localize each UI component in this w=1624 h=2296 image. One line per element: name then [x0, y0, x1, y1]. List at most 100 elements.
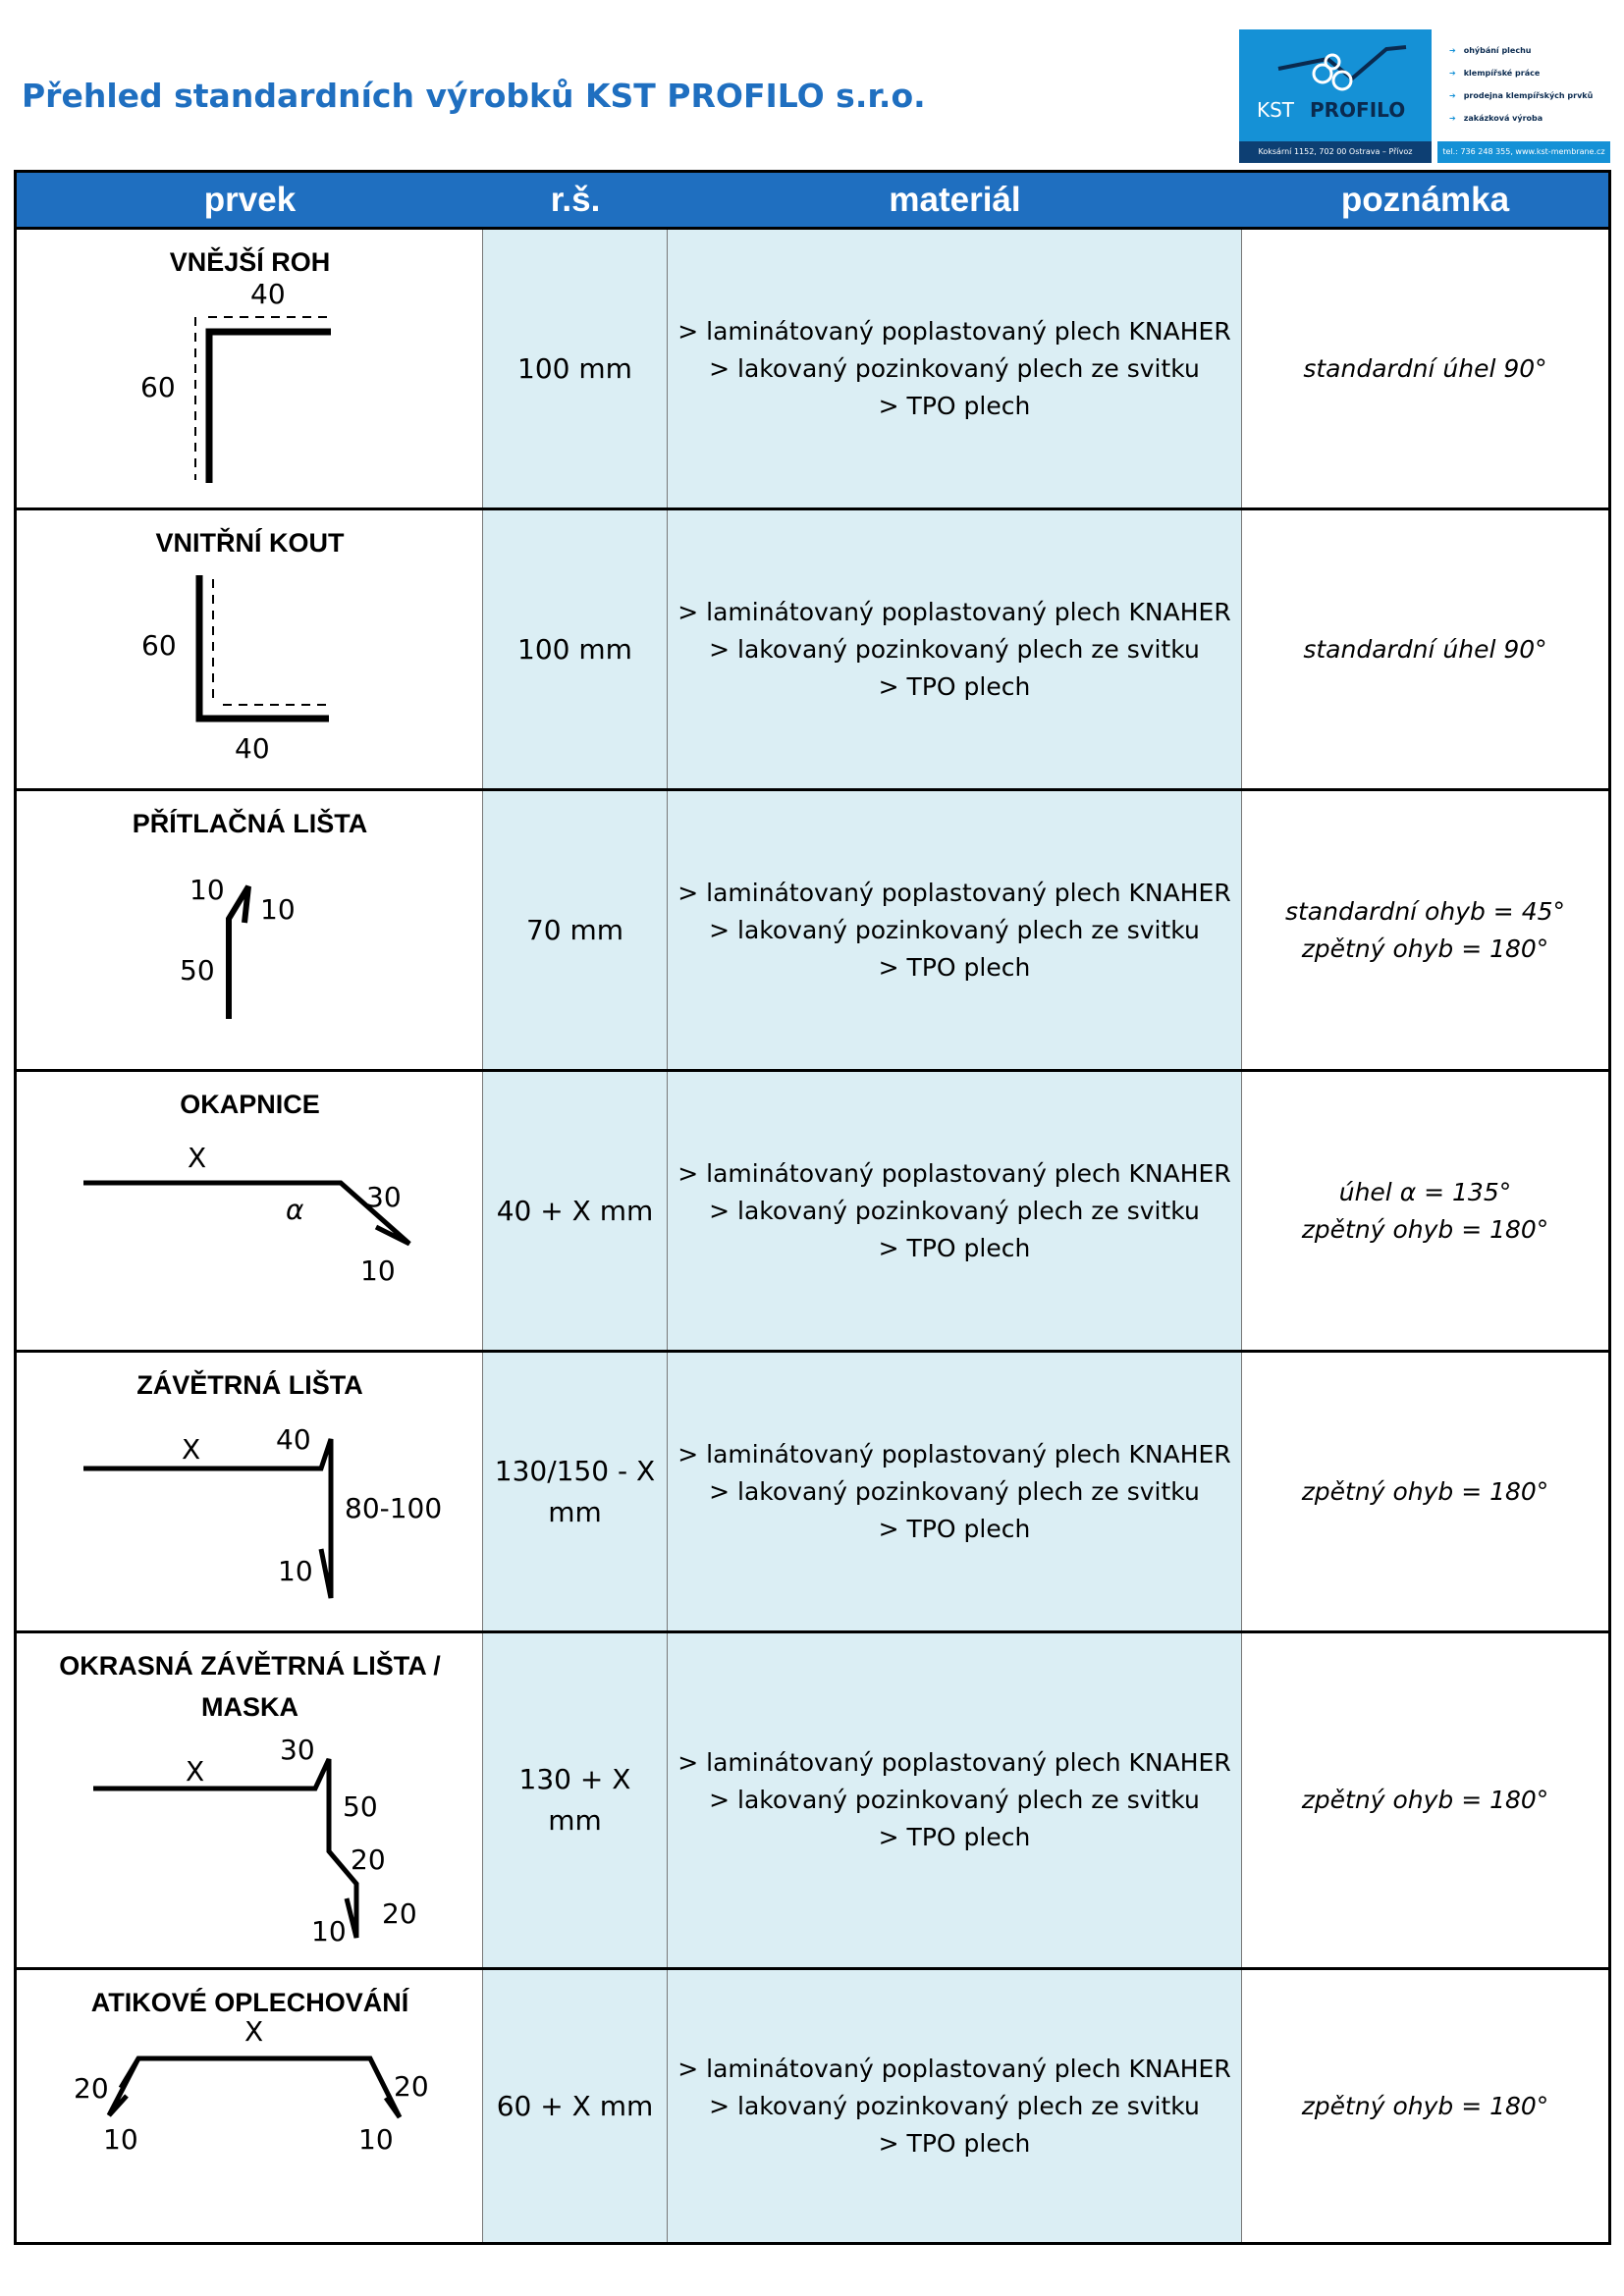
note-line: zpětný ohyb = 180°	[1301, 1214, 1549, 1244]
material-line: > lakovaný pozinkovaný plech ze svitku	[709, 1196, 1200, 1225]
arrow-icon: ➔	[1449, 69, 1456, 78]
dim-label: X	[244, 2015, 263, 2048]
profile-diagram: X 40 80-100 10	[83, 1423, 442, 1599]
cell-material: > laminátovaný poplastovaný plech KNAHER…	[668, 1970, 1242, 2242]
cell-rs: 100 mm	[483, 510, 668, 788]
table-row: PŘÍTLAČNÁ LIŠTA 10 10 50 70 mm > laminát…	[17, 788, 1608, 1069]
rs-value: 60 + X mm	[496, 2089, 654, 2122]
dim-label: 80-100	[345, 1492, 442, 1524]
dim-label: X	[182, 1433, 200, 1466]
material-line: > laminátovaný poplastovaný plech KNAHER	[677, 878, 1231, 907]
cell-rs: 100 mm	[483, 230, 668, 507]
dim-label: α	[286, 1194, 304, 1226]
cell-note: zpětný ohyb = 180°	[1242, 1353, 1608, 1630]
logo-contact: tel.: 736 248 355, www.kst-membrane.cz	[1437, 141, 1610, 163]
product-name: OKRASNÁ ZÁVĚTRNÁ LIŠTA / MASKA	[59, 1651, 441, 1722]
product-name: VNĚJŠÍ ROH	[169, 247, 331, 277]
table-row: OKRASNÁ ZÁVĚTRNÁ LIŠTA / MASKA X 30 50 2…	[17, 1630, 1608, 1967]
logo-ring-icon	[1277, 45, 1407, 91]
cell-prvek: VNĚJŠÍ ROH 40 60	[17, 230, 483, 507]
profile-diagram: 40 60	[140, 278, 331, 483]
profile-diagram: 60 40	[141, 575, 329, 765]
dim-label: 20	[394, 2070, 429, 2103]
dim-label: 60	[140, 371, 176, 403]
note-line: zpětný ohyb = 180°	[1301, 1786, 1549, 1814]
cell-material: > laminátovaný poplastovaný plech KNAHER…	[668, 1353, 1242, 1630]
note-line: standardní úhel 90°	[1303, 353, 1547, 383]
dim-label: 10	[311, 1915, 347, 1948]
logo-brand-left: KST	[1257, 98, 1295, 122]
logo-service-item: ➔zakázková výroba	[1449, 114, 1543, 123]
logo-service-item: ➔prodejna klempířských prvků	[1449, 91, 1594, 100]
dim-label: X	[186, 1755, 204, 1788]
cell-material: > laminátovaný poplastovaný plech KNAHER…	[668, 510, 1242, 788]
arrow-icon: ➔	[1449, 91, 1456, 100]
dim-label: 20	[351, 1843, 386, 1876]
logo-service-item: ➔ohýbání plechu	[1449, 46, 1532, 55]
material-line: > TPO plech	[878, 391, 1031, 420]
logo-address: Koksární 1152, 702 00 Ostrava – Přívoz	[1239, 141, 1432, 163]
rs-value: 70 mm	[525, 913, 624, 946]
cell-note: úhel α = 135° zpětný ohyb = 180°	[1242, 1072, 1608, 1350]
arrow-icon: ➔	[1449, 114, 1456, 123]
header-poznamka: poznámka	[1340, 181, 1510, 219]
cell-note: zpětný ohyb = 180°	[1242, 1970, 1608, 2242]
product-name: OKAPNICE	[180, 1090, 320, 1119]
dim-label: 40	[235, 732, 270, 765]
cell-rs: 70 mm	[483, 791, 668, 1069]
table-row: OKAPNICE X α 30 10 40 + X mm > laminátov…	[17, 1069, 1608, 1350]
material-line: > TPO plech	[878, 1823, 1031, 1851]
cell-prvek: ATIKOVÉ OPLECHOVÁNÍ X 20 20 10 10	[17, 1970, 483, 2242]
cell-note: zpětný ohyb = 180°	[1242, 1633, 1608, 1967]
product-name: ZÁVĚTRNÁ LIŠTA	[136, 1370, 363, 1400]
header-rs: r.š.	[550, 181, 601, 219]
logo-services-list: ➔ohýbání plechu ➔klempířské práce ➔prode…	[1449, 39, 1593, 130]
cell-material: > laminátovaný poplastovaný plech KNAHER…	[668, 230, 1242, 507]
profile-diagram: X α 30 10	[83, 1142, 411, 1287]
material-line: > laminátovaný poplastovaný plech KNAHER	[677, 1439, 1231, 1468]
cell-material: > laminátovaný poplastovaný plech KNAHER…	[668, 1633, 1242, 1967]
material-line: > TPO plech	[878, 2128, 1031, 2158]
dim-label: 10	[278, 1555, 313, 1587]
cell-prvek: OKAPNICE X α 30 10	[17, 1072, 483, 1350]
dim-label: 50	[180, 954, 215, 987]
header-prvek: prvek	[203, 181, 297, 219]
dim-label: 50	[343, 1790, 378, 1823]
material-line: > laminátovaný poplastovaný plech KNAHER	[677, 597, 1231, 626]
products-table: prvek r.š. materiál poznámka VNĚJŠÍ ROH …	[14, 170, 1611, 2245]
note-line: zpětný ohyb = 180°	[1301, 2091, 1549, 2120]
dim-label: 10	[358, 2123, 394, 2156]
product-name: VNITŘNÍ KOUT	[155, 528, 345, 558]
note-line: zpětný ohyb = 180°	[1301, 934, 1549, 963]
table-row: VNĚJŠÍ ROH 40 60 100 mm > laminátovaný p…	[17, 227, 1608, 507]
material-line: > TPO plech	[878, 952, 1031, 982]
material-line: > laminátovaný poplastovaný plech KNAHER	[677, 316, 1231, 346]
dim-label: 20	[74, 2072, 109, 2105]
cell-note: standardní úhel 90°	[1242, 230, 1608, 507]
logo-service-item: ➔klempířské práce	[1449, 69, 1541, 78]
rs-value: 40 + X mm	[496, 1194, 654, 1227]
cell-prvek: OKRASNÁ ZÁVĚTRNÁ LIŠTA / MASKA X 30 50 2…	[17, 1633, 483, 1967]
cell-rs: 60 + X mm	[483, 1970, 668, 2242]
logo-emblem: KST PROFILO	[1239, 29, 1432, 163]
dim-label: 10	[260, 893, 296, 926]
dim-label: 10	[189, 874, 225, 906]
header-material: materiál	[889, 181, 1021, 219]
dim-label: 20	[382, 1897, 417, 1930]
logo-brand-right: PROFILO	[1310, 98, 1406, 122]
cell-rs: 130 + X mm	[483, 1633, 668, 1967]
material-line: > TPO plech	[878, 1233, 1031, 1262]
cell-note: standardní ohyb = 45° zpětný ohyb = 180°	[1242, 791, 1608, 1069]
cell-rs: 40 + X mm	[483, 1072, 668, 1350]
material-line: > lakovaný pozinkovaný plech ze svitku	[709, 353, 1200, 383]
table-row: ZÁVĚTRNÁ LIŠTA X 40 80-100 10 130/150 - …	[17, 1350, 1608, 1630]
dim-label: 30	[366, 1181, 402, 1213]
material-line: > laminátovaný poplastovaný plech KNAHER	[677, 1748, 1231, 1777]
note-line: standardní úhel 90°	[1303, 634, 1547, 664]
note-line: zpětný ohyb = 180°	[1301, 1476, 1549, 1506]
table-row: ATIKOVÉ OPLECHOVÁNÍ X 20 20 10 10 60 + X…	[17, 1967, 1608, 2242]
dim-label: 40	[250, 278, 286, 310]
company-logo: KST PROFILO ➔ohýbání plechu ➔klempířské …	[1239, 29, 1610, 163]
product-name: PŘÍTLAČNÁ LIŠTA	[132, 809, 368, 838]
table-row: VNITŘNÍ KOUT 60 40 100 mm > laminátovaný…	[17, 507, 1608, 788]
